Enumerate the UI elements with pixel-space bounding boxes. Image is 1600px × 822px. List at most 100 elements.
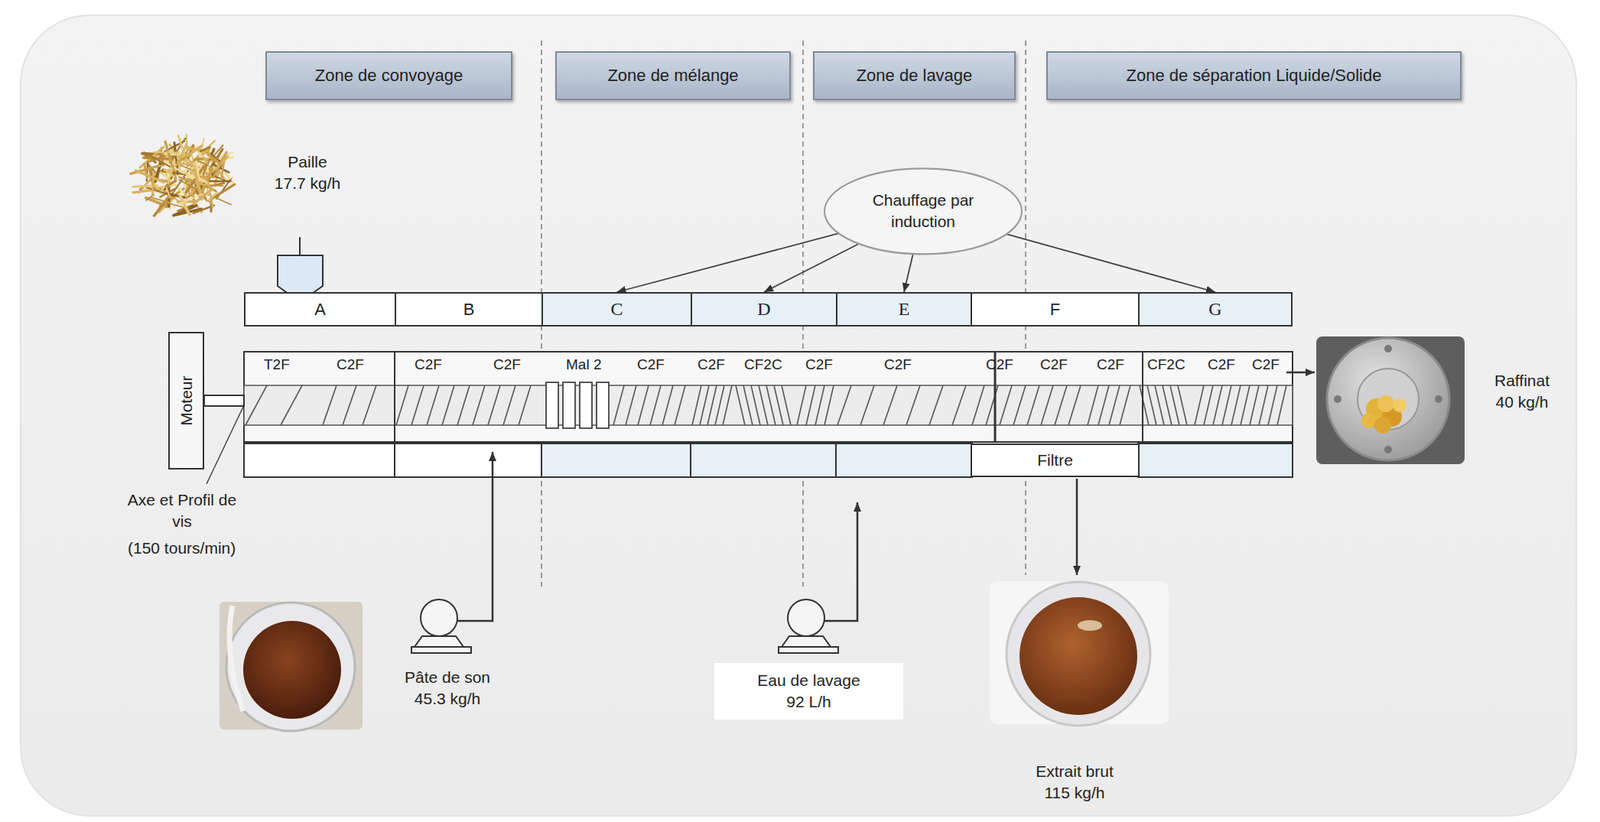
- feed-label: Paille 17.7 kg/h: [271, 151, 344, 196]
- straw-stalk: [168, 169, 173, 184]
- kneading-disc: [579, 382, 592, 429]
- screw-flight: [613, 385, 625, 426]
- node-text-group: G: [1208, 296, 1222, 322]
- screw-element-label: C2F: [1252, 354, 1280, 375]
- barrel-module: B: [394, 292, 544, 327]
- screw-element-label: C2F: [1096, 354, 1125, 375]
- screw-flight: [1277, 385, 1287, 426]
- annotation-label: Axe et Profil de vis: [121, 489, 243, 534]
- raffinate-piece: [1392, 398, 1407, 413]
- screw-profile: [245, 382, 1287, 429]
- straw-stalk: [193, 205, 215, 214]
- node-label: A: [314, 298, 326, 322]
- screw-element-label: C2F: [414, 354, 443, 375]
- node-label: B: [463, 298, 475, 322]
- screw-flight: [1087, 385, 1099, 426]
- pump-base: [414, 636, 464, 648]
- node-text-group: Zone de séparation Liquide/Solide: [1126, 64, 1383, 88]
- node-label: Filtre: [1037, 449, 1074, 472]
- node-text-group: Zone de lavage: [856, 64, 973, 88]
- water-label-box: Eau de lavage 92 L/h: [714, 663, 904, 720]
- raffinate-piece: [1377, 395, 1395, 413]
- screw-flight: [715, 385, 725, 426]
- extruder-barrel: [243, 351, 1293, 443]
- screw-flight: [674, 385, 686, 426]
- die-plate: [1326, 338, 1450, 461]
- straw-stalk: [152, 198, 171, 204]
- straw-stalk: [207, 149, 223, 173]
- node-text-group: Filtre: [1037, 449, 1074, 472]
- outlet-label: Extrait brut 115 kg/h: [1031, 760, 1118, 805]
- node-text-group: D: [757, 296, 771, 322]
- barrel-module: C: [541, 292, 693, 327]
- screw-flight: [1119, 385, 1131, 426]
- node-label: Moteur: [175, 375, 197, 426]
- heating-connector: [904, 253, 914, 293]
- screw-flight: [1268, 385, 1278, 426]
- bran-paste: [243, 621, 342, 719]
- barrel-module: G: [1138, 292, 1293, 327]
- kneading-disc: [596, 382, 609, 429]
- node-text-group: C: [610, 296, 623, 322]
- straw-stalk: [208, 181, 213, 208]
- node-label: Zone de mélange: [607, 64, 739, 88]
- screw-element-label: C2F: [493, 354, 521, 375]
- straw-stalk: [175, 143, 187, 167]
- pump-tube: [229, 605, 244, 712]
- screw-flight: [743, 385, 753, 426]
- heating-connector: [1006, 234, 1216, 293]
- straw-photo: [130, 134, 235, 216]
- screw-flight: [472, 385, 485, 426]
- straw-stalk: [135, 170, 164, 183]
- node-label: Chauffage par induction: [868, 189, 978, 234]
- screw-flight: [1013, 385, 1026, 426]
- zone-header: Zone de mélange: [555, 51, 791, 101]
- screw-flight: [322, 385, 337, 426]
- screw-flight: [806, 385, 816, 426]
- straw-stalk: [209, 180, 231, 183]
- pump-base: [411, 647, 472, 654]
- screw-flight: [1258, 385, 1269, 426]
- node-text-group: A: [314, 298, 326, 322]
- annotation-label: (150 tours/min): [127, 537, 236, 560]
- barrel-lower-module: [541, 443, 693, 478]
- screw-flight: [999, 385, 1012, 426]
- bolt: [1384, 445, 1392, 454]
- node-label: Zone de convoyage: [315, 64, 463, 88]
- straw-stalk: [203, 165, 207, 175]
- raffinate-photo: [1316, 336, 1465, 465]
- screw-flight: [637, 385, 649, 426]
- screw-flight: [1249, 385, 1259, 426]
- screw-flight: [625, 385, 637, 426]
- screw-flight: [1098, 385, 1109, 426]
- screw-flight: [1108, 385, 1120, 426]
- screw-flight: [735, 385, 745, 426]
- pump-base: [778, 647, 839, 654]
- node-text-group: B: [463, 298, 475, 322]
- straw-stalk: [200, 147, 211, 152]
- barrel-module: A: [243, 292, 397, 327]
- hopper-feed-line: [299, 237, 301, 256]
- foam: [1077, 620, 1103, 631]
- screw-element-label: C2F: [1040, 354, 1068, 375]
- screw-flight: [426, 385, 440, 426]
- heating-connector: [764, 243, 859, 293]
- bolt: [1434, 395, 1443, 404]
- screw-flight: [692, 385, 702, 426]
- node-label: F: [1050, 298, 1061, 322]
- outlet-arrow: [1286, 371, 1315, 374]
- screw-flight: [1213, 385, 1223, 426]
- screw-flight: [1154, 385, 1165, 426]
- screw-flight: [972, 385, 985, 426]
- barrel-joint: [1141, 351, 1144, 443]
- screw-element-label: C2F: [336, 354, 365, 375]
- screw-flight: [411, 385, 424, 426]
- screw-flight: [781, 385, 791, 426]
- heating-connector: [617, 233, 840, 293]
- background-panel: [20, 15, 1577, 817]
- screw-flight: [722, 385, 732, 426]
- outlet-arrow: [1076, 478, 1079, 576]
- screw-flight: [342, 385, 357, 426]
- node-label: C: [610, 296, 623, 322]
- barrel-module: D: [690, 292, 838, 327]
